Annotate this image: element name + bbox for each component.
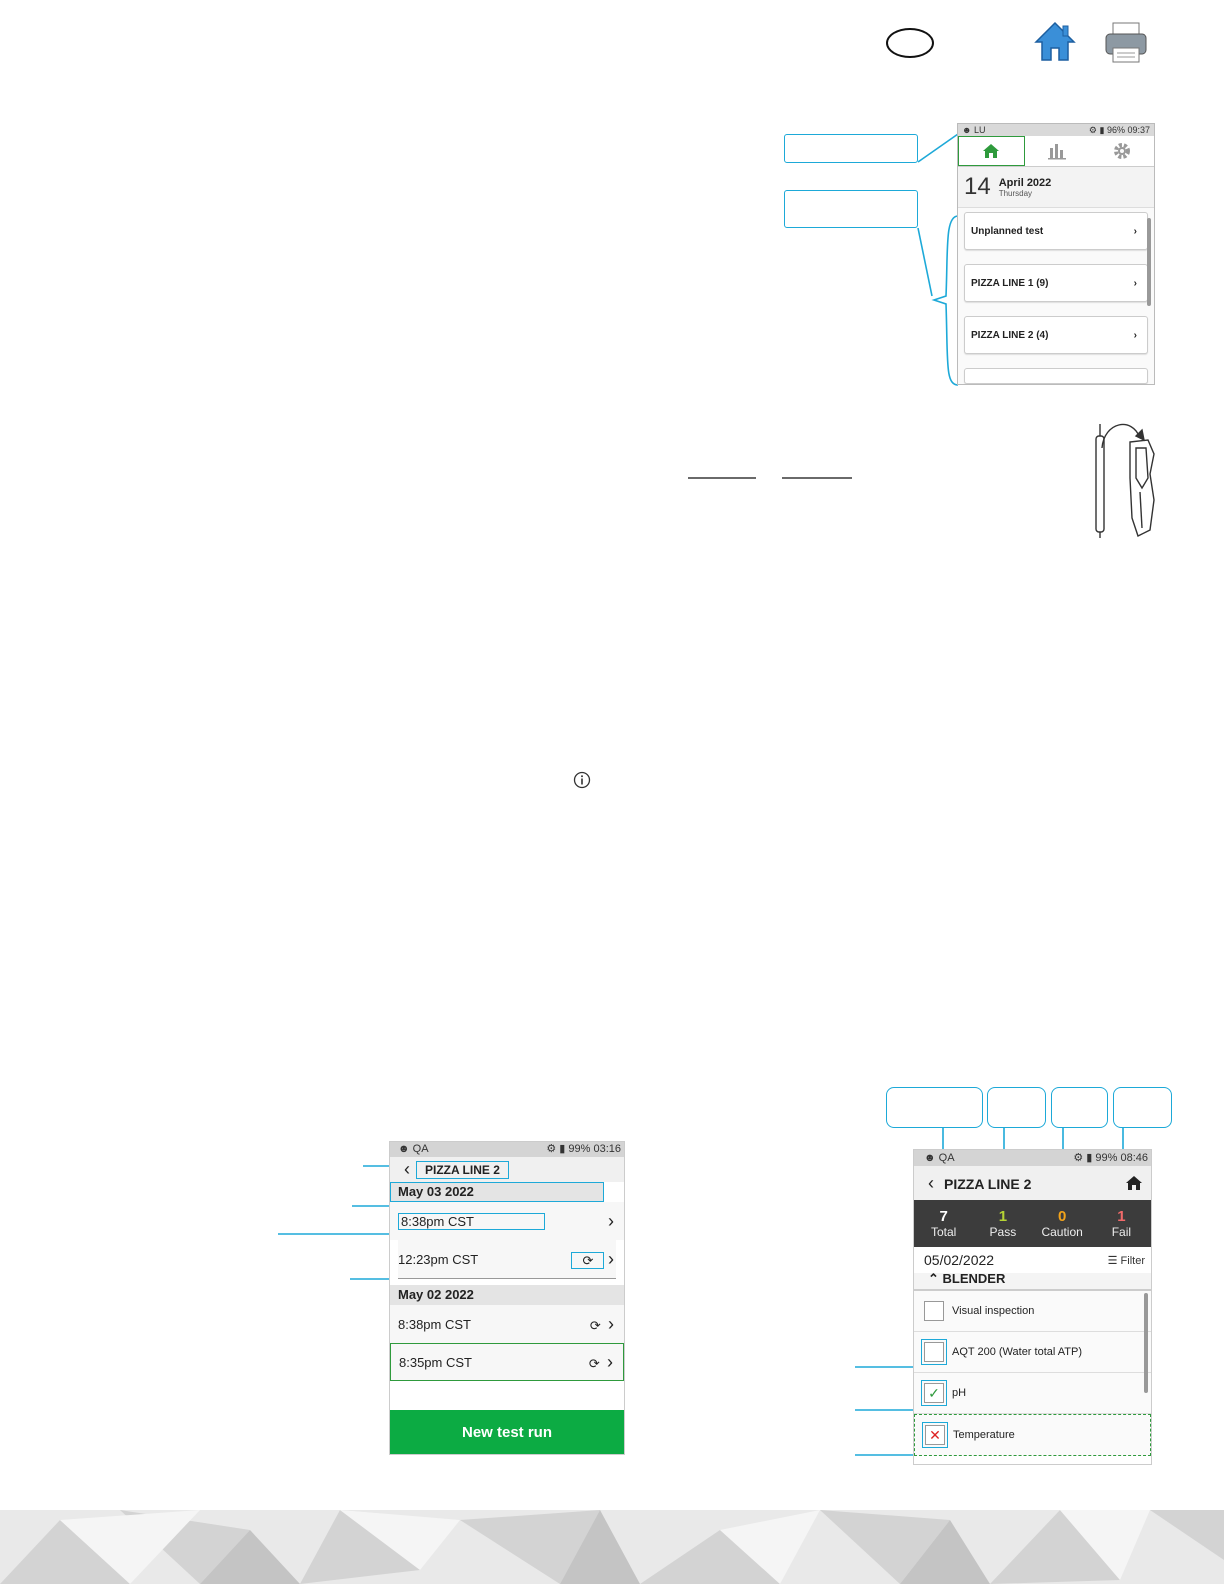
- chevron-right-icon: ›: [1133, 277, 1137, 289]
- chevron-up-icon: ⌃: [928, 1271, 939, 1286]
- callout-box-caution: [1051, 1087, 1108, 1128]
- month-year: April 2022: [998, 176, 1052, 189]
- callout-box-list: [784, 190, 918, 228]
- filter-icon: ☰: [1107, 1254, 1118, 1267]
- tab-home[interactable]: [958, 136, 1025, 166]
- day-number: 14: [964, 173, 991, 200]
- new-test-run-button[interactable]: New test run: [390, 1410, 624, 1454]
- oval-marker: [886, 28, 934, 58]
- list-item-pizza-line-1[interactable]: PIZZA LINE 1 (9) ›: [964, 264, 1148, 302]
- callout-box-pass: [987, 1087, 1046, 1128]
- device-clip-icon: [1092, 418, 1162, 540]
- tab-bar: [958, 136, 1154, 167]
- chevron-right-icon: ›: [1133, 329, 1137, 341]
- selected-date: 05/02/2022: [924, 1252, 995, 1268]
- weekday: Thursday: [998, 188, 1033, 198]
- checkbox[interactable]: [924, 1301, 944, 1321]
- test-run-row[interactable]: 8:38pm CST ›: [390, 1202, 624, 1240]
- callout-box-total: [886, 1087, 983, 1128]
- test-item[interactable]: Visual inspection: [914, 1291, 1151, 1332]
- home-icon: [983, 144, 1000, 158]
- status-right: ⚙ ▮ 96% 09:37: [1088, 125, 1150, 135]
- filter-button[interactable]: ☰ Filter: [1107, 1254, 1145, 1267]
- home-icon[interactable]: [1033, 20, 1077, 64]
- sync-icon: ⟳: [589, 1317, 601, 1333]
- back-chevron-icon[interactable]: ‹: [928, 1172, 934, 1193]
- sync-icon: ⟳: [571, 1251, 605, 1269]
- chevron-right-icon: ›: [608, 1248, 614, 1269]
- decorative-footer: [0, 1510, 1224, 1584]
- test-item[interactable]: ✓ pH: [914, 1373, 1151, 1414]
- user-label: ☻ LU: [962, 125, 986, 135]
- date-header: 14 April 2022 Thursday: [958, 167, 1154, 208]
- screen-header: ‹ PIZZA LINE 2: [390, 1157, 624, 1182]
- chevron-right-icon: ›: [607, 1351, 613, 1372]
- test-run-row-selected[interactable]: 8:35pm CST ⟳ ›: [390, 1343, 624, 1381]
- test-item-selected[interactable]: ✕ Temperature: [914, 1414, 1151, 1456]
- chevron-right-icon: ›: [608, 1210, 614, 1231]
- date-filter-row: 05/02/2022 ☰ Filter: [914, 1247, 1151, 1273]
- chevron-right-icon: ›: [608, 1313, 614, 1334]
- chart-icon: [1048, 144, 1066, 160]
- list-item-unplanned-test[interactable]: Unplanned test ›: [964, 212, 1148, 250]
- page-title: PIZZA LINE 2: [416, 1160, 509, 1179]
- chevron-right-icon: ›: [1133, 225, 1137, 237]
- scrollbar[interactable]: [1144, 1293, 1148, 1393]
- test-run-row[interactable]: 12:23pm CST ⟳ ›: [398, 1240, 616, 1279]
- tab-settings[interactable]: [1089, 136, 1154, 166]
- date-section: May 02 2022: [390, 1285, 624, 1305]
- status-bar: ☻ LU ⚙ ▮ 96% 09:37: [958, 124, 1154, 136]
- scrollbar[interactable]: [1147, 218, 1151, 306]
- list-item-pizza-line-2[interactable]: PIZZA LINE 2 (4) ›: [964, 316, 1148, 354]
- printer-icon[interactable]: [1103, 20, 1147, 64]
- screen-header: ‹ PIZZA LINE 2: [914, 1166, 1151, 1200]
- list-item-partial: [964, 368, 1148, 384]
- back-chevron-icon[interactable]: ‹: [404, 1159, 410, 1179]
- date-section: May 03 2022: [390, 1182, 604, 1202]
- home-icon[interactable]: [1125, 1175, 1143, 1191]
- phone-screen-test-runs: ☻ QA ⚙ ▮ 99% 03:16 ‹ PIZZA LINE 2 May 03…: [389, 1141, 625, 1455]
- check-icon[interactable]: ✓: [921, 1380, 947, 1406]
- tab-statistics[interactable]: [1025, 136, 1090, 166]
- close-icon[interactable]: ✕: [922, 1422, 948, 1448]
- callout-box-fail: [1113, 1087, 1172, 1128]
- gear-icon: [1113, 143, 1130, 159]
- status-bar: ☻ QA ⚙ ▮ 99% 03:16: [390, 1142, 624, 1157]
- status-bar: ☻ QA ⚙ ▮ 99% 08:46: [914, 1150, 1151, 1166]
- test-item[interactable]: AQT 200 (Water total ATP): [914, 1332, 1151, 1373]
- checkbox[interactable]: [921, 1339, 947, 1365]
- info-icon: [573, 771, 591, 789]
- test-run-row[interactable]: 8:38pm CST ⟳ ›: [390, 1305, 624, 1343]
- page-title: PIZZA LINE 2: [944, 1175, 1032, 1192]
- callout-box-user: [784, 134, 918, 163]
- phone-screen-home: ☻ LU ⚙ ▮ 96% 09:37 14 April 2022 Thursda…: [957, 123, 1155, 385]
- sync-icon: ⟳: [588, 1355, 600, 1371]
- section-header[interactable]: ⌃ BLENDER: [914, 1271, 1151, 1291]
